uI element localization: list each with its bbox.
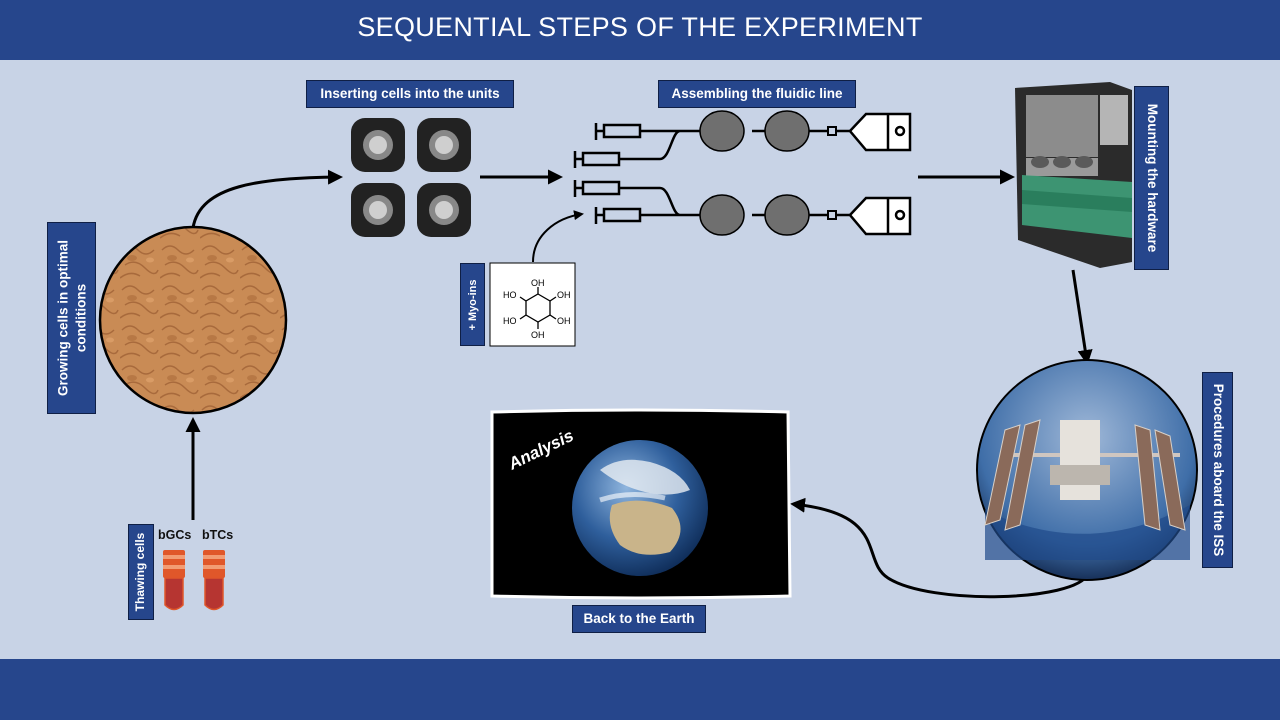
label-thawing-cells-text: Thawing cells [133, 532, 148, 612]
tube-label-btcs: bTCs [202, 528, 234, 542]
culture-chambers [699, 110, 810, 236]
footer-bar [0, 659, 1280, 720]
label-myo-ins: + Myo-ins [460, 263, 485, 346]
oh-label-upper-right: OH [557, 290, 571, 300]
fluidic-line [573, 112, 912, 236]
page-title: SEQUENTIAL STEPS OF THE EXPERIMENT [357, 12, 923, 42]
label-myo-ins-text: + Myo-ins [466, 278, 479, 331]
syringe-icon [594, 207, 652, 224]
label-thawing-cells: Thawing cells [128, 524, 154, 620]
label-growing-cells: Growing cells in optimal conditions [47, 222, 96, 414]
syringe-icon [573, 151, 631, 168]
label-growing-cells-text: Growing cells in optimal conditions [54, 239, 88, 397]
cryovial-bgcs-icon [163, 550, 185, 611]
oh-label-top: OH [531, 278, 545, 288]
earth-photo: Analysis [490, 408, 792, 600]
syringe-icon [594, 123, 652, 140]
molecule-labels: OH OH OH OH HO HO [503, 278, 571, 340]
oh-label-bottom: OH [531, 330, 545, 340]
tube-label-bgcs: bGCs [158, 528, 192, 542]
ho-label-lower-left: HO [503, 316, 517, 326]
waste-bag-icon [848, 112, 912, 152]
label-procedures-iss: Procedures aboard the ISS [1202, 372, 1233, 568]
label-mounting-hardware: Mounting the hardware [1134, 86, 1169, 270]
iss-image [976, 359, 1198, 581]
label-assembling-fluidic: Assembling the fluidic line [658, 80, 856, 108]
culture-units [351, 118, 471, 237]
header-bar [0, 0, 1280, 60]
cell-culture-circle [98, 225, 288, 415]
arrow-myo-to-fluidic [532, 210, 584, 263]
label-mounting-hardware-text: Mounting the hardware [1144, 103, 1160, 253]
cryovial-btcs-icon [203, 550, 225, 611]
ho-label-upper-left: HO [503, 290, 517, 300]
arrow-mount-to-iss [1071, 269, 1093, 365]
syringe-icon [573, 180, 631, 197]
hardware-unit [1015, 82, 1132, 268]
label-inserting-cells: Inserting cells into the units [306, 80, 514, 108]
oh-label-lower-right: OH [557, 316, 571, 326]
arrow-grow-to-insert [191, 169, 343, 229]
waste-bag-icon [848, 196, 912, 236]
label-procedures-iss-text: Procedures aboard the ISS [1210, 383, 1226, 557]
myo-inositol-box [489, 262, 576, 347]
label-back-to-earth: Back to the Earth [572, 605, 706, 633]
molecule-structure [519, 287, 557, 329]
arrow-iss-to-earth [790, 497, 1090, 599]
